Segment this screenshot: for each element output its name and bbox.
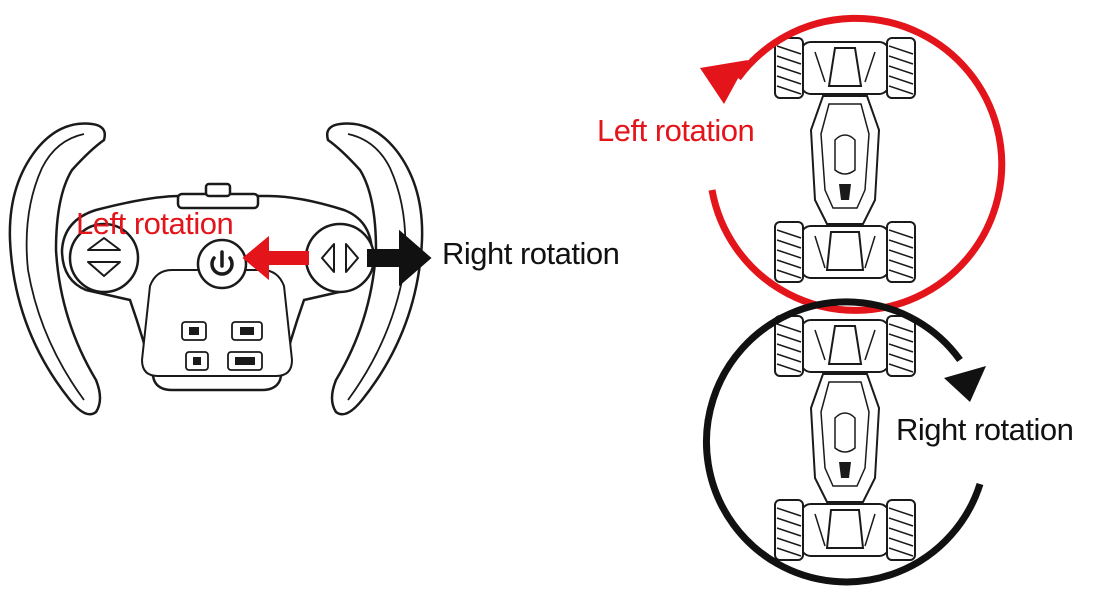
remote-control — [8, 122, 424, 416]
remote-left-label: Left rotation — [76, 206, 234, 241]
left-rotation-arrowhead — [700, 60, 748, 104]
right-grip — [326, 122, 424, 416]
mode-icon — [235, 357, 255, 365]
left-rotation-circle — [708, 14, 1006, 314]
left-right-arrows-icon — [321, 243, 359, 273]
power-icon — [210, 250, 234, 276]
music-icon — [193, 357, 201, 365]
right-rotation-circle — [702, 298, 984, 586]
right-arrow — [367, 229, 432, 287]
right-rotation-arrowhead — [944, 366, 986, 402]
remote-right-label: Right rotation — [442, 236, 620, 271]
up-down-arrows-icon — [87, 237, 121, 277]
car-bottom — [775, 316, 915, 560]
left-grip — [8, 122, 106, 416]
left-joystick[interactable] — [68, 222, 140, 294]
car-left-rotation-label: Left rotation — [597, 113, 755, 148]
car-top — [775, 38, 915, 282]
right-joystick[interactable] — [304, 222, 376, 294]
light-icon — [189, 327, 199, 335]
car-right-rotation-label: Right rotation — [896, 412, 1074, 447]
left-arrow — [242, 235, 309, 281]
transform-icon — [240, 327, 254, 335]
